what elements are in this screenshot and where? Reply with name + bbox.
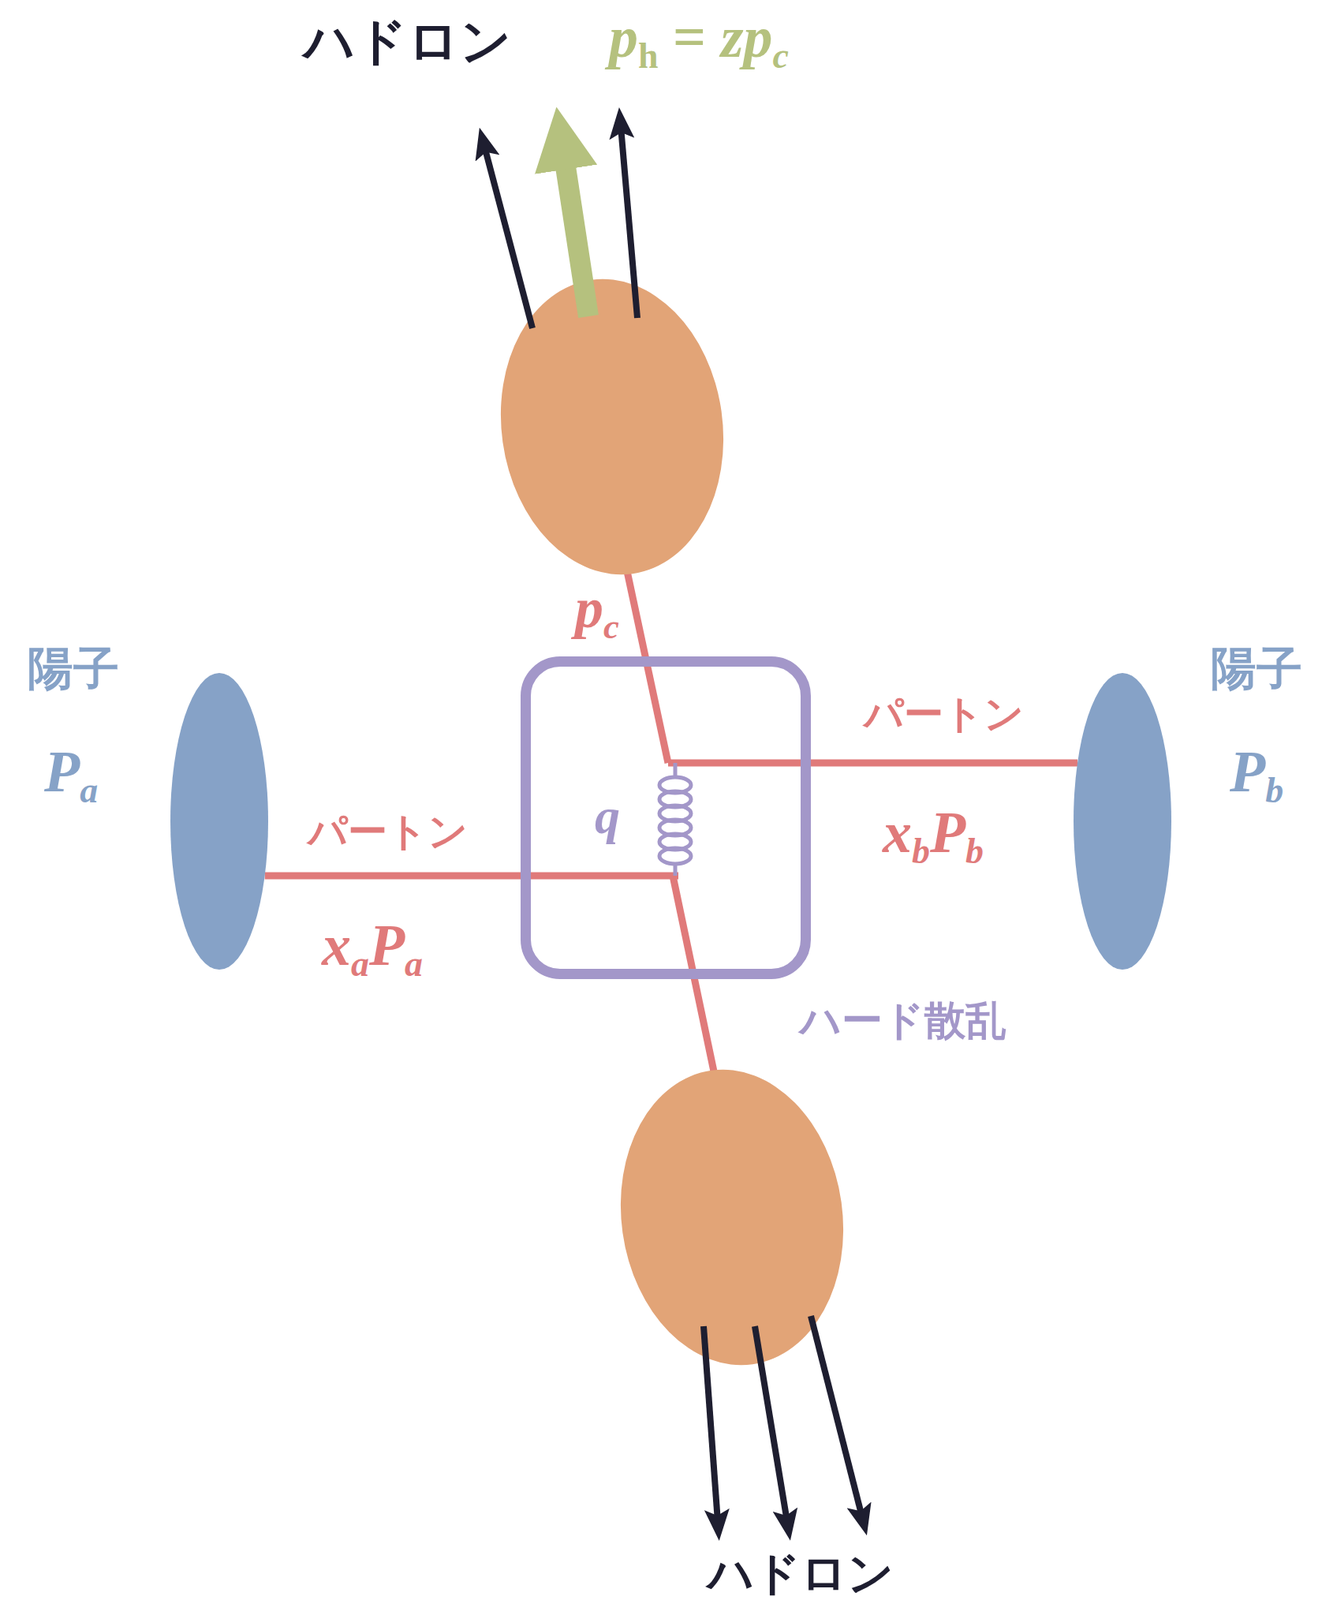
- proton-label: 陽子: [27, 645, 120, 691]
- proton-ellipse: [170, 672, 269, 970]
- fragmentation-blob: [481, 264, 743, 589]
- incoming-parton: [668, 759, 811, 767]
- glyph: h: [638, 35, 659, 76]
- parton-line: [810, 759, 1078, 767]
- momentum-transfer: q: [594, 791, 620, 842]
- parton-momentum: xaPa: [321, 915, 423, 983]
- glyph: p: [575, 576, 604, 640]
- glyph: a: [79, 769, 98, 811]
- glyph: x: [321, 912, 352, 978]
- hadron-label: ハドロン: [303, 15, 512, 67]
- hadron-label: ハドロン: [707, 1549, 894, 1596]
- gluon-spring: [659, 762, 691, 876]
- glyph: b: [965, 830, 984, 871]
- glyph: [705, 4, 721, 70]
- proton-ellipse: [1073, 672, 1172, 970]
- glyph: a: [404, 943, 423, 984]
- glyph: [658, 4, 674, 70]
- glyph: z: [720, 4, 744, 70]
- proton-label: 陽子: [1210, 645, 1303, 691]
- edge-label: パートン: [863, 694, 1024, 734]
- glyph: a: [351, 943, 370, 984]
- glyph: p: [608, 4, 639, 70]
- hadron-momentum: ph = zpc: [608, 7, 789, 75]
- proton-momentum: Pa: [44, 742, 98, 809]
- edge-label: パートン: [307, 811, 468, 852]
- glyph: b: [911, 830, 930, 871]
- proton-shape: [170, 672, 269, 970]
- incoming-parton: [520, 872, 679, 880]
- hard-scattering-box: ハード散乱q: [520, 656, 811, 979]
- proton: 陽子Pa: [170, 672, 269, 970]
- parton-momentum: xbPb: [882, 802, 984, 870]
- glyph: P: [44, 739, 80, 804]
- glyph: P: [929, 799, 966, 865]
- parton-momentum: pc: [575, 579, 620, 644]
- glyph: P: [369, 912, 405, 978]
- proton-momentum: Pb: [1229, 742, 1284, 809]
- hadron-arrows: [484, 126, 863, 1522]
- glyph: x: [882, 799, 912, 865]
- parton-lines: [520, 571, 811, 1072]
- glyph: c: [603, 606, 620, 647]
- proton-shape: [1073, 672, 1172, 970]
- hard-scattering-label: ハード散乱: [799, 999, 1007, 1041]
- fragmentation-blob: [601, 1054, 863, 1379]
- glyph: p: [743, 4, 774, 70]
- glyph: b: [1265, 769, 1284, 811]
- proton: 陽子Pb: [1073, 672, 1172, 970]
- parton-line: [265, 872, 521, 880]
- glyph: =: [672, 4, 706, 70]
- glyph: c: [773, 35, 789, 76]
- outgoing-parton: [627, 571, 669, 763]
- glyph: P: [1229, 739, 1266, 804]
